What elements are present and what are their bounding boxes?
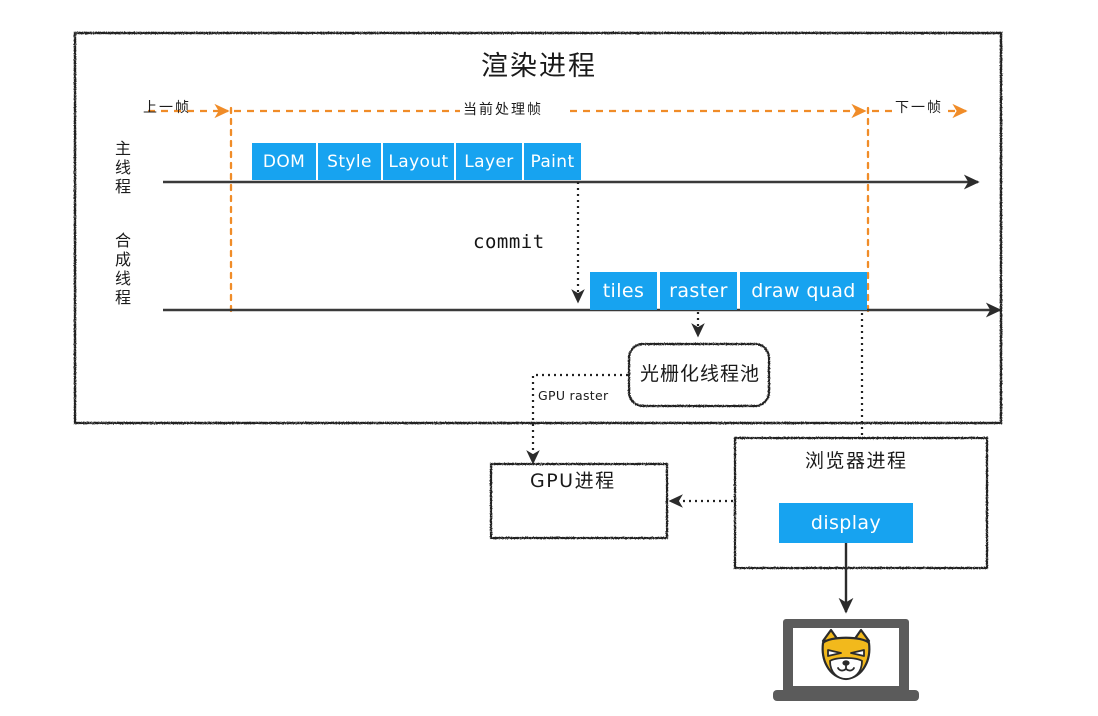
thread-label-main: 主线程	[114, 139, 131, 196]
stage-chip-layout[interactable]: Layout	[383, 143, 454, 180]
stage-chip-tiles[interactable]: tiles	[590, 272, 657, 310]
raster-thread-pool-label: 光栅化线程池	[640, 363, 761, 385]
page-title: 渲染进程	[481, 51, 597, 82]
gpu-raster-label: GPU raster	[538, 388, 609, 403]
stage-chip-layer[interactable]: Layer	[456, 143, 522, 180]
laptop-device	[773, 619, 919, 701]
frame-label-previous: 上一帧	[143, 100, 191, 116]
gpu-process-label: GPU进程	[530, 470, 616, 492]
frame-label-current: 当前处理帧	[463, 102, 543, 118]
stage-chip-paint[interactable]: Paint	[524, 143, 581, 180]
stage-chip-raster[interactable]: raster	[660, 272, 737, 310]
renderer-process-box	[73, 31, 1003, 425]
display-chip[interactable]: display	[779, 503, 913, 543]
browser-process-label: 浏览器进程	[805, 450, 908, 472]
stage-chip-dom[interactable]: DOM	[252, 143, 316, 180]
frame-label-next: 下一帧	[895, 100, 943, 116]
commit-label: commit	[473, 231, 545, 253]
thread-label-compositor: 合成线程	[114, 231, 131, 307]
doge-icon	[821, 628, 871, 681]
stage-chip-style[interactable]: Style	[318, 143, 381, 180]
stage-chip-draw-quad[interactable]: draw quad	[740, 272, 867, 310]
